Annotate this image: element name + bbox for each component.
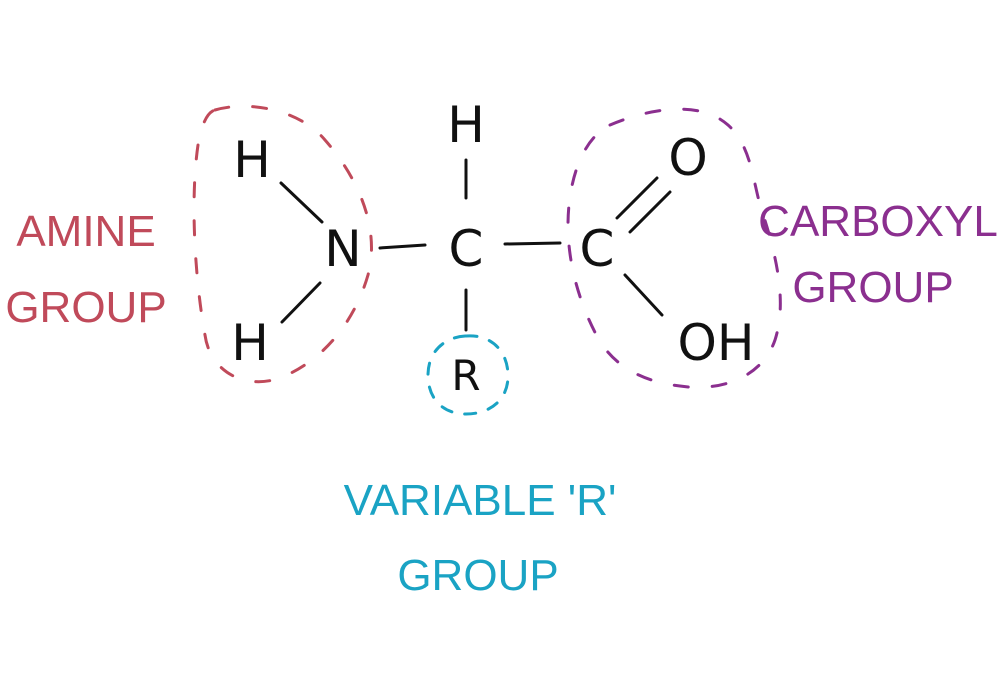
hydroxyl-atoms: OH xyxy=(678,314,755,372)
carboxyl-carbon-atom: C xyxy=(580,220,615,278)
carboxyl-group-outline xyxy=(566,107,782,389)
alpha-hydrogen-atom: H xyxy=(447,96,485,154)
alpha-carbon-atom: C xyxy=(449,220,484,278)
bond-n-c xyxy=(378,243,427,250)
nitrogen-atom: N xyxy=(324,220,361,278)
r-group-atom: R xyxy=(451,351,480,400)
bond-h-bottom-n xyxy=(280,281,322,324)
variable-label-line-2: GROUP xyxy=(397,551,558,600)
carboxyl-label-line-1: CARBOXYL xyxy=(758,197,998,246)
carboxyl-label-line-2: GROUP xyxy=(792,263,953,312)
amine-h-top-atom: H xyxy=(233,131,271,189)
amine-label-line-1: AMINE xyxy=(16,207,155,256)
variable-group-outline xyxy=(426,334,510,416)
carbonyl-oxygen-atom: O xyxy=(668,129,707,187)
bond-c-o-double-1 xyxy=(615,176,659,220)
bond-c-o-double-2 xyxy=(628,190,672,234)
bond-h-top-n xyxy=(279,181,324,224)
bond-c-c xyxy=(503,241,562,246)
amine-h-bottom-atom: H xyxy=(231,314,269,372)
amine-group-outline xyxy=(192,104,373,384)
bond-c-oh xyxy=(623,273,664,317)
variable-label-line-1: VARIABLE 'R' xyxy=(344,476,617,525)
amine-label-line-2: GROUP xyxy=(5,283,166,332)
